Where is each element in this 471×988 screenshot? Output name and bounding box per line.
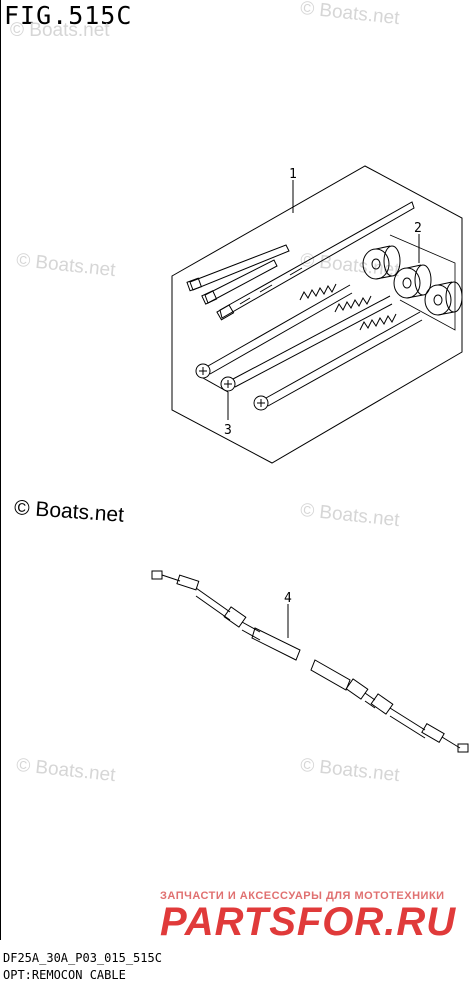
callout-3: 3 <box>224 423 232 438</box>
figure-caption: OPT:REMOCON CABLE <box>3 968 126 982</box>
shop-logo: PARTSFOR.RU <box>160 900 457 944</box>
cable-ties <box>186 201 415 321</box>
drawing-code: DF25A_30A_P03_015_515C <box>3 951 162 965</box>
watermark: © Boats.net <box>10 20 110 41</box>
figure-title: FIG.515C <box>4 1 133 30</box>
callout-4: 4 <box>284 591 292 606</box>
frame-left-border <box>0 0 1 940</box>
spacer-collars <box>362 234 463 331</box>
callout-1: 1 <box>289 167 297 182</box>
remote-control-cable <box>151 570 469 753</box>
leader-3b <box>202 377 229 393</box>
shop-tagline: ЗАПЧАСТИ И АКСЕССУАРЫ ДЛЯ МОТОТЕХНИКИ <box>160 890 445 902</box>
long-bolts <box>195 283 423 411</box>
callout-2: 2 <box>414 221 422 236</box>
kit-box-outline <box>171 165 463 464</box>
